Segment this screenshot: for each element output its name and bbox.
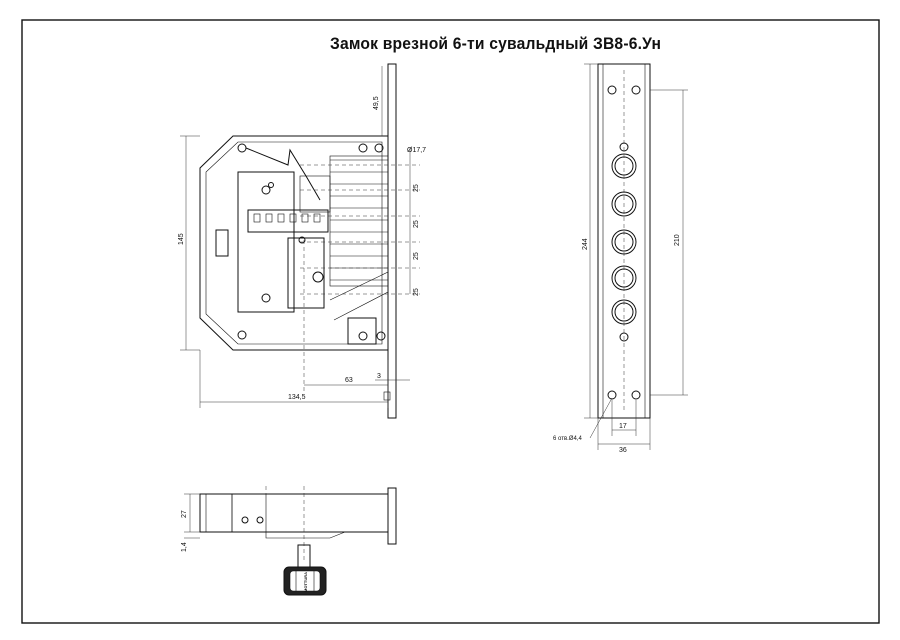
front-dimension-lines	[180, 66, 411, 408]
key-brand-label: MOTTURA	[303, 572, 308, 592]
bolt-fins	[329, 155, 389, 287]
bolt-guide-diag	[329, 271, 389, 301]
dim-body-width: 134,5	[288, 394, 306, 401]
dim-bolt-diameter: Ø17,7	[407, 147, 426, 154]
lock-side-view: 27 1,4 MOTTURA	[181, 486, 397, 596]
spindle-block	[287, 237, 325, 309]
side-case-mid	[231, 493, 267, 533]
lock-body-outline	[199, 135, 389, 351]
lever-pack-plate	[237, 171, 295, 313]
side-dimension-lines	[184, 493, 200, 539]
body-screws	[237, 143, 386, 341]
dim-holes-note: 6 отв.Ø4,4	[553, 436, 582, 442]
dim-hole-spacing: 210	[674, 234, 681, 246]
faceplate-view: 244 210 6 отв.Ø4,4 17 36	[553, 63, 688, 454]
lock-body-inner	[205, 141, 383, 345]
side-center-lines	[265, 486, 305, 560]
sheet-border	[21, 19, 880, 624]
side-profile	[265, 531, 346, 539]
dim-bolt-spacing-1: 25	[413, 184, 420, 192]
dim-hole-offset: 17	[619, 423, 627, 430]
side-screws	[241, 516, 264, 524]
dim-side-height: 27	[181, 510, 188, 518]
bolt-guide-diag-2	[333, 291, 389, 321]
drawing-title: Замок врезной 6-ти сувальдный ЗВ8-6.Ун	[330, 34, 662, 53]
dim-faceplate-width: 36	[619, 447, 627, 454]
dim-top-offset: 49,5	[373, 96, 380, 110]
dim-side-offset: 1,4	[181, 542, 188, 552]
side-case-left	[199, 493, 233, 533]
side-faceplate	[387, 487, 397, 545]
dim-bolt-spacing-2: 25	[413, 220, 420, 228]
dim-bolt-spacing-3: 25	[413, 252, 420, 260]
faceplate-front	[387, 63, 397, 419]
bottom-block	[347, 317, 377, 345]
faceplate-outline	[597, 63, 651, 419]
side-body	[199, 493, 389, 533]
spring-wire	[245, 147, 321, 201]
latch-arm	[299, 175, 331, 213]
side-lug	[215, 229, 229, 257]
key-drawing: MOTTURA	[283, 544, 327, 596]
dim-faceplate-length: 244	[582, 238, 589, 250]
lever-teeth-detail	[253, 213, 321, 223]
dim-backset: 63	[345, 377, 353, 384]
dim-body-height: 145	[178, 233, 185, 245]
lock-front-view: 49,5 Ø17,7 25 25 25 25 145 63 3 134,5	[178, 63, 426, 419]
faceplate-dimension-lines	[584, 63, 688, 450]
dim-bolt-spacing-4: 25	[413, 288, 420, 296]
center-lines	[300, 164, 420, 392]
cam-follower	[383, 391, 391, 401]
dim-faceplate-thickness: 3	[377, 373, 381, 380]
lever-teeth	[247, 209, 329, 233]
